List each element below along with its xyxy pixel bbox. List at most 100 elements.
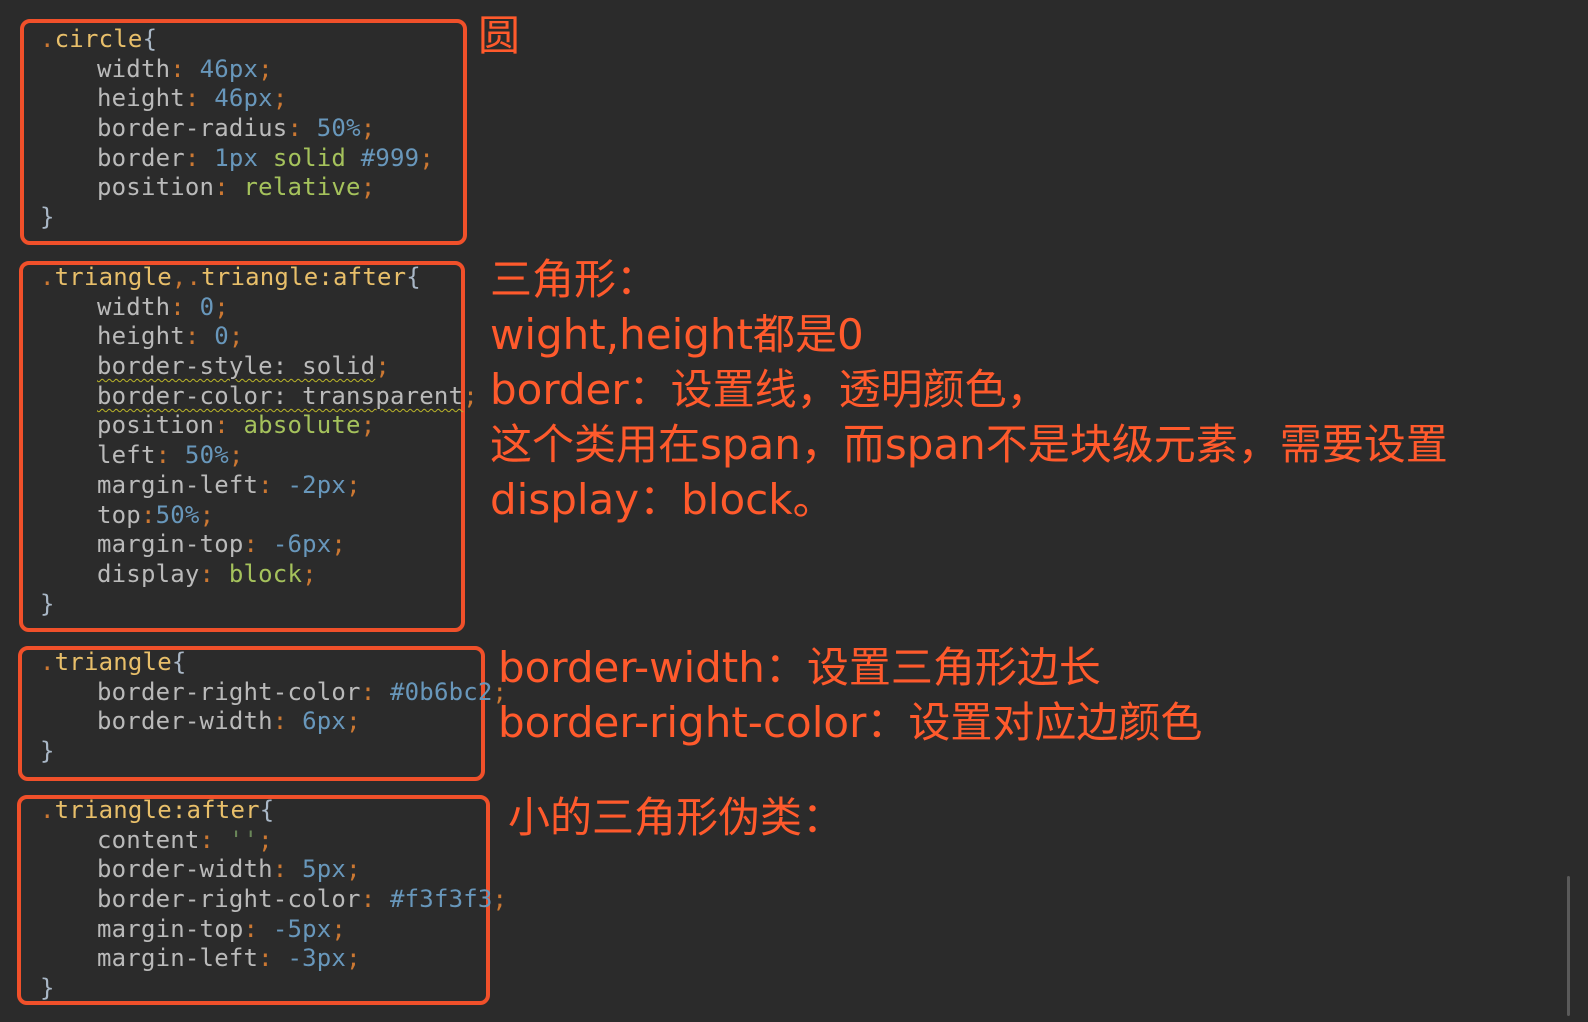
code-token-prop: border-style: solid xyxy=(97,352,376,381)
vertical-scrollbar[interactable] xyxy=(1567,876,1570,1016)
triangle-color-block-highlight xyxy=(18,646,485,781)
code-line[interactable]: border-right-color: #f3f3f3; xyxy=(40,885,507,915)
code-token-colon: : xyxy=(272,707,303,736)
code-line[interactable]: content: ''; xyxy=(40,826,507,856)
code-token-prop: top xyxy=(97,500,141,529)
code-token-semi: ; xyxy=(492,885,508,914)
code-line[interactable]: .triangle{ xyxy=(40,648,507,678)
code-line[interactable]: margin-left: -2px; xyxy=(40,471,478,501)
code-token-prop: height xyxy=(97,84,185,113)
code-line[interactable]: border-style: solid; xyxy=(40,352,478,382)
code-token-brace: } xyxy=(40,589,55,618)
code-token-semi: ; xyxy=(228,441,244,470)
code-line[interactable]: } xyxy=(40,737,507,767)
code-token-kw: absolute xyxy=(243,411,361,440)
code-token-semi: ; xyxy=(258,825,273,854)
code-token-prop: content xyxy=(97,825,200,854)
code-token-prop: border-width xyxy=(97,855,273,884)
code-line[interactable]: display: block; xyxy=(40,560,478,590)
code-token-kw: relative xyxy=(243,173,361,202)
code-token-brace: } xyxy=(40,737,55,766)
code-token-num: 50% xyxy=(155,500,200,529)
code-line[interactable]: border: 1px solid #999; xyxy=(40,144,434,174)
code-token-prop: border-right-color xyxy=(97,885,361,914)
code-token-dot: . xyxy=(40,648,55,676)
code-token-num: 50% xyxy=(316,114,361,143)
code-line[interactable]: left: 50%; xyxy=(40,441,478,471)
code-token-prop: width xyxy=(97,292,171,321)
triangle-after-block-highlight xyxy=(17,795,490,1005)
code-token-prop: border-right-color xyxy=(97,677,361,706)
code-token-colon: : xyxy=(140,500,156,529)
code-token-colon: : xyxy=(287,114,317,143)
code-token-brace: } xyxy=(40,203,55,232)
code-token-prop: left xyxy=(97,441,156,470)
code-line[interactable]: margin-top: -5px; xyxy=(40,915,507,945)
code-token-colon: : xyxy=(214,173,244,202)
code-token-semi: ; xyxy=(331,914,347,943)
code-line[interactable]: top:50%; xyxy=(40,501,478,531)
code-token-num: -2px xyxy=(287,470,347,499)
code-token-prop: height xyxy=(97,322,185,351)
code-token-semi: ; xyxy=(346,944,361,973)
code-token-semi: ; xyxy=(346,707,361,736)
code-token-hex: #0b6bc2 xyxy=(390,677,493,706)
code-token-colon: : xyxy=(170,292,200,321)
code-line[interactable]: } xyxy=(40,590,478,620)
code-token-num: 1px xyxy=(214,143,259,172)
code-token-num: 50% xyxy=(184,441,229,470)
code-token-colon: : xyxy=(258,944,288,973)
code-token-prop: border-radius xyxy=(97,114,288,143)
code-token-colon: : xyxy=(214,411,244,440)
code-token-prop: position xyxy=(97,173,215,202)
code-token-colon: : xyxy=(243,914,273,943)
code-line[interactable]: margin-top: -6px; xyxy=(40,530,478,560)
code-token-colon: : xyxy=(258,470,288,499)
code-token-num: -3px xyxy=(287,944,347,973)
code-line[interactable]: border-width: 5px; xyxy=(40,855,507,885)
triangle-after-css-code[interactable]: .triangle:after{content: '';border-width… xyxy=(40,796,507,1004)
code-token-semi: ; xyxy=(492,677,508,706)
code-line[interactable]: .triangle,.triangle:after{ xyxy=(40,263,478,293)
code-token-semi: ; xyxy=(302,559,317,588)
code-line[interactable]: position: absolute; xyxy=(40,411,478,441)
triangle-css-code[interactable]: .triangle,.triangle:after{width: 0;heigh… xyxy=(40,263,478,619)
code-token-brace: { xyxy=(142,25,158,53)
code-line[interactable]: border-radius: 50%; xyxy=(40,114,434,144)
triangle-annotation: 三角形： wight,height都是0 border：设置线，透明颜色， 这个… xyxy=(490,255,1448,524)
code-token-prop: margin-top xyxy=(97,530,244,559)
code-line[interactable]: } xyxy=(40,203,434,233)
code-token-semi: ; xyxy=(360,173,376,202)
code-token-semi: ; xyxy=(228,322,244,351)
code-token-prop: border-width xyxy=(97,707,273,736)
code-line[interactable]: border-right-color: #0b6bc2; xyxy=(40,678,507,708)
triangle-block-highlight xyxy=(19,261,465,632)
code-token-prop: border-color: transparent xyxy=(97,381,464,410)
code-token-colon: : xyxy=(272,855,303,884)
code-line[interactable]: height: 0; xyxy=(40,322,478,352)
code-line[interactable]: width: 46px; xyxy=(40,55,434,85)
code-line[interactable]: position: relative; xyxy=(40,173,434,203)
code-token-prop: border xyxy=(97,143,185,172)
code-token-dot: . xyxy=(40,25,55,53)
code-line[interactable]: border-color: transparent; xyxy=(40,382,478,412)
code-line[interactable]: margin-left: -3px; xyxy=(40,944,507,974)
code-line[interactable]: .circle{ xyxy=(40,25,434,55)
code-line[interactable]: height: 46px; xyxy=(40,84,434,114)
code-line[interactable]: border-width: 6px; xyxy=(40,707,507,737)
circle-css-code[interactable]: .circle{width: 46px;height: 46px;border-… xyxy=(40,25,434,233)
code-token-sel: triangle xyxy=(54,263,172,291)
code-token-prop: position xyxy=(97,411,215,440)
code-token-prop: margin-left xyxy=(97,470,259,499)
code-line[interactable]: } xyxy=(40,974,507,1004)
code-token-semi: ; xyxy=(214,292,229,321)
code-token-prop: display xyxy=(97,559,200,588)
code-line[interactable]: .triangle:after{ xyxy=(40,796,507,826)
code-token-semi: ; xyxy=(346,855,361,884)
triangle-color-css-code[interactable]: .triangle{border-right-color: #0b6bc2;bo… xyxy=(40,648,507,767)
code-line[interactable]: width: 0; xyxy=(40,293,478,323)
code-token-semi: ; xyxy=(199,500,215,529)
code-token-brace: } xyxy=(40,974,55,1003)
code-token-semi: ; xyxy=(375,352,390,381)
